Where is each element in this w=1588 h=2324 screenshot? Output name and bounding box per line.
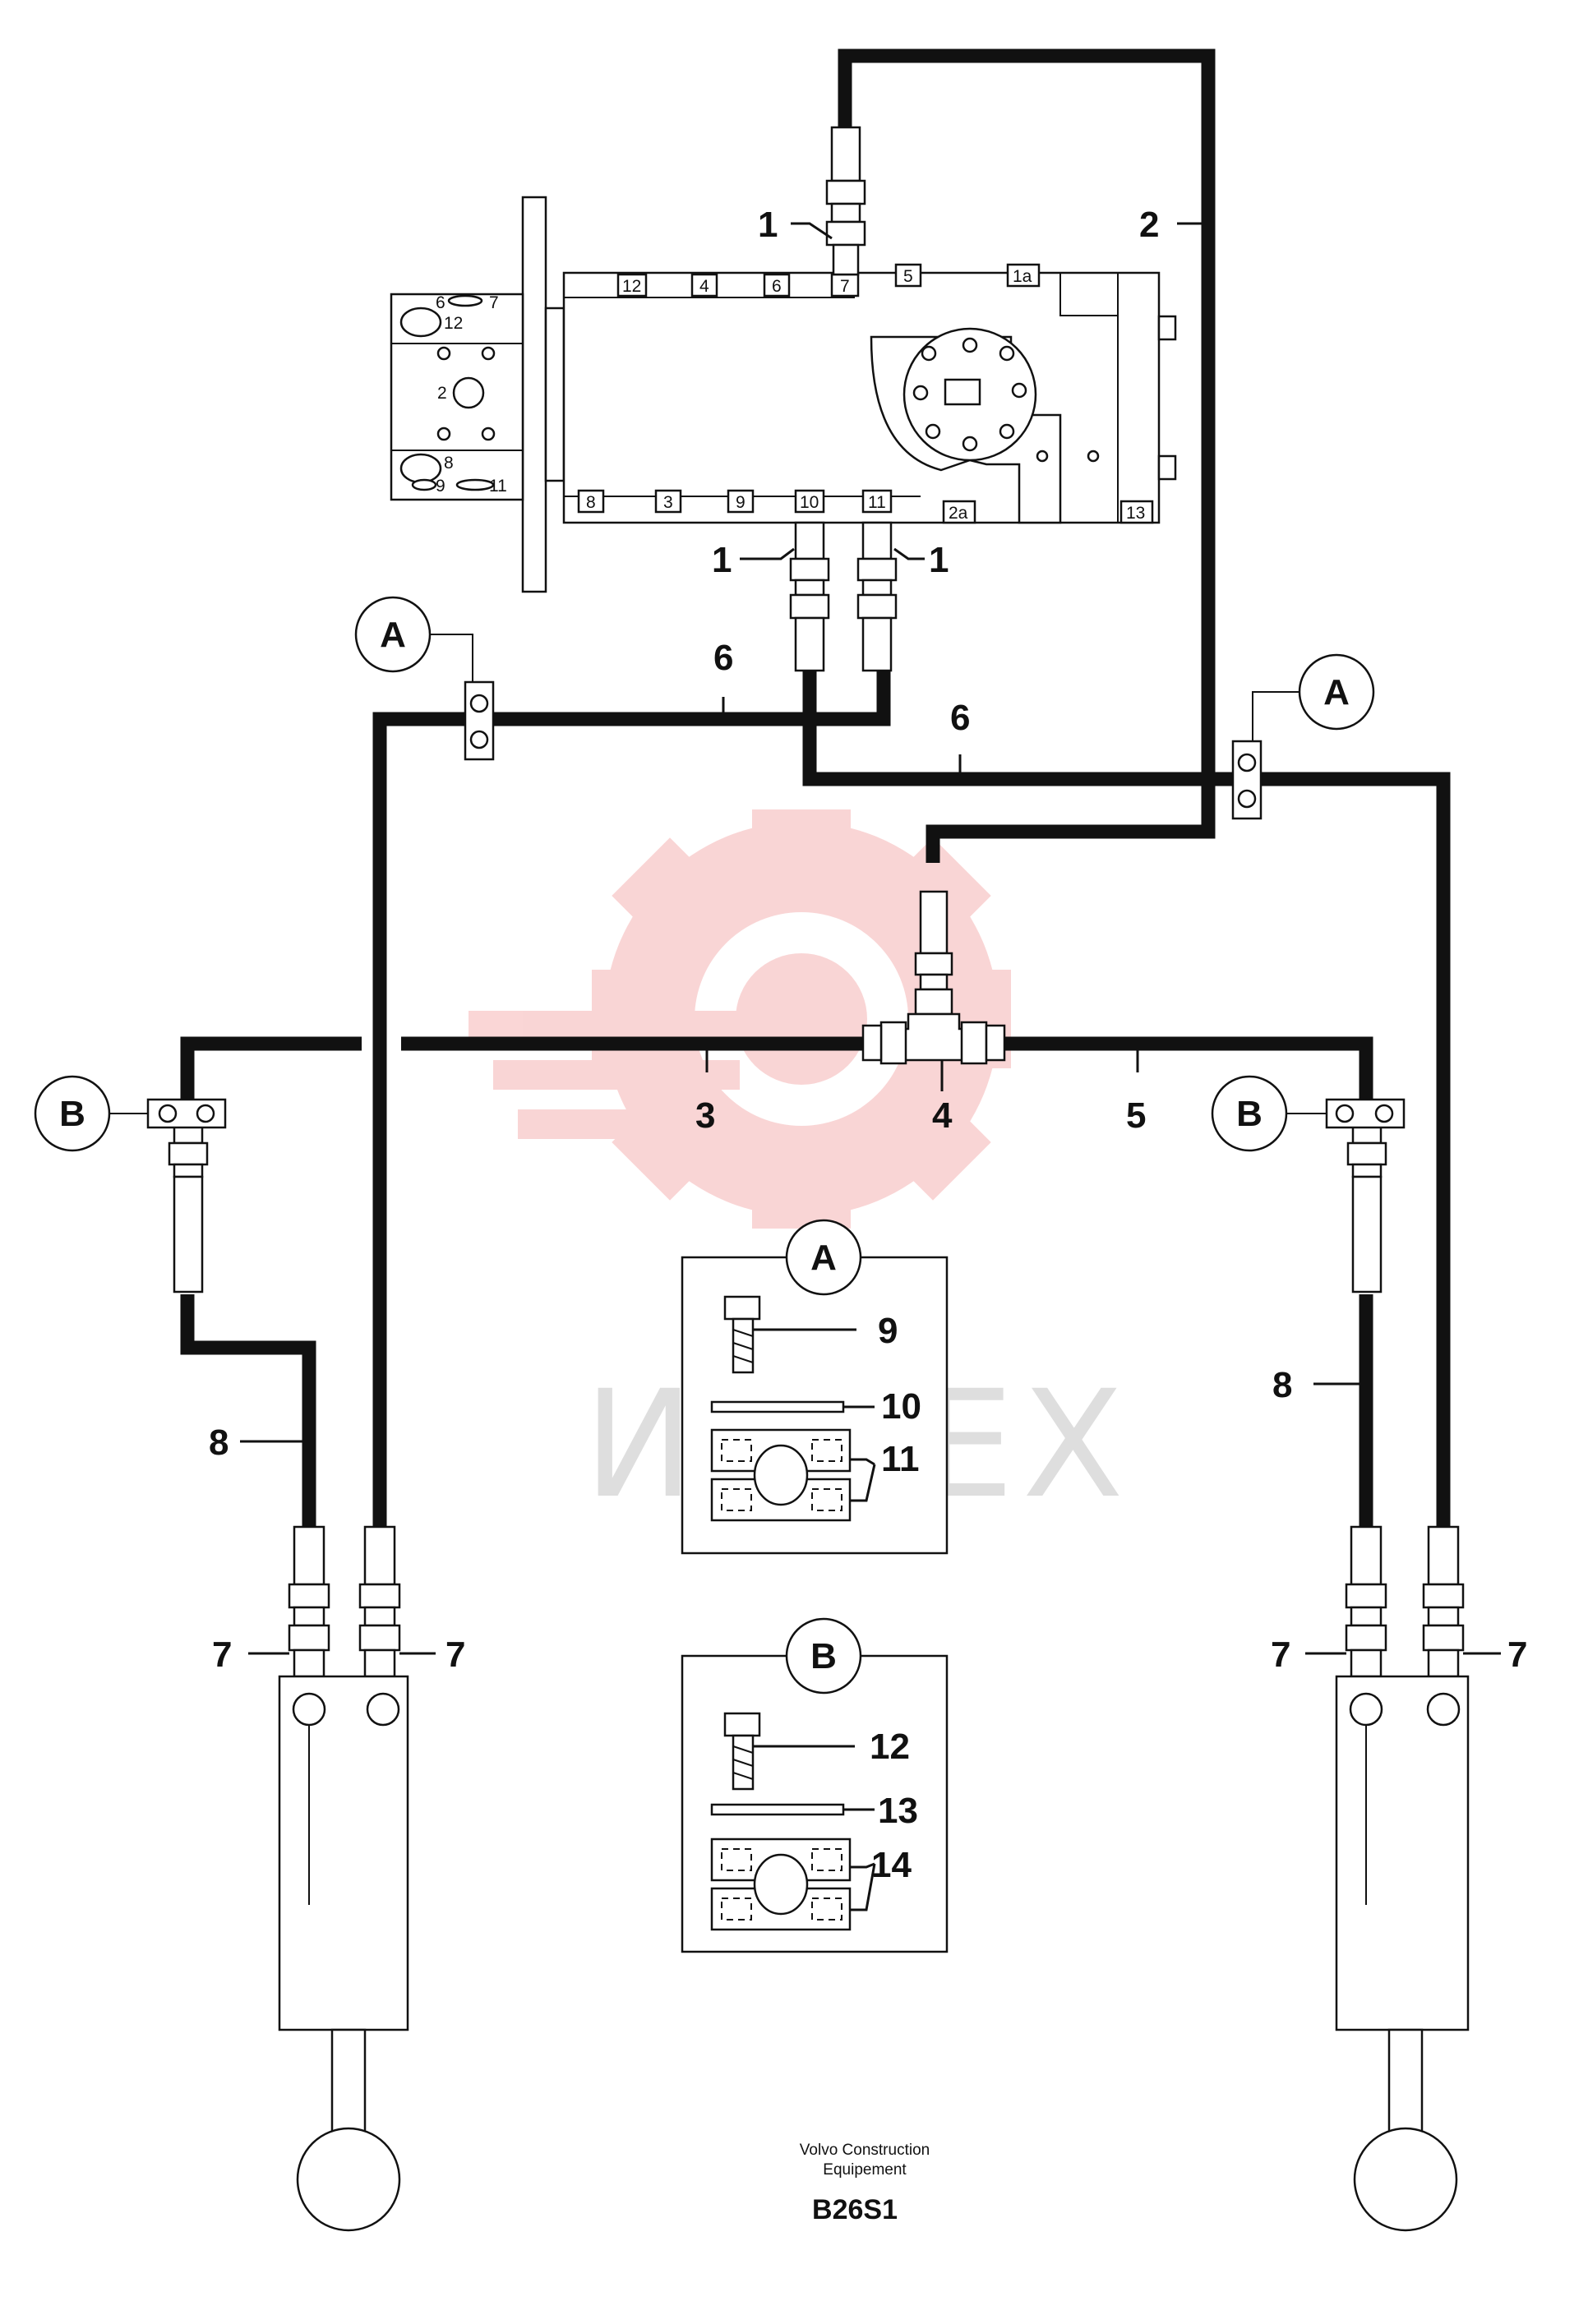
port-label: 10 bbox=[800, 493, 819, 512]
port-label: 7 bbox=[489, 293, 499, 312]
valve-port-labels-bottom: 8 3 9 10 11 2a 13 bbox=[577, 489, 1154, 524]
callout-washer-13: 13 bbox=[878, 1791, 918, 1831]
detail-b-box: B bbox=[681, 1617, 949, 1953]
callout-bolt-9: 9 bbox=[878, 1311, 898, 1351]
clamp-marker-b-right: B bbox=[1211, 1075, 1406, 1152]
callout-adapter-7: 7 bbox=[1271, 1635, 1290, 1675]
port-label: 12 bbox=[444, 314, 463, 333]
port-label: 7 bbox=[840, 277, 850, 296]
hydraulic-hoses bbox=[180, 48, 1451, 1527]
callout-clamp-11: 11 bbox=[881, 1439, 920, 1479]
port-label: 1a bbox=[1013, 267, 1032, 286]
port-label: 4 bbox=[699, 277, 709, 296]
callout-hose-3: 3 bbox=[695, 1095, 715, 1136]
port-label: 9 bbox=[436, 477, 445, 496]
callout-leaders bbox=[240, 222, 1501, 1655]
port-label: 3 bbox=[663, 493, 673, 512]
callout-tee-4: 4 bbox=[932, 1095, 953, 1136]
port-label: 6 bbox=[436, 293, 445, 312]
port-label: 5 bbox=[903, 267, 913, 286]
callout-adapter-7: 7 bbox=[1507, 1635, 1527, 1675]
callout-adapter-7: 7 bbox=[445, 1635, 465, 1675]
company-name-line2: Equipement bbox=[823, 2161, 907, 2179]
detail-marker-b: B bbox=[810, 1636, 837, 1676]
detail-marker-a: A bbox=[1323, 672, 1350, 712]
hose-5 bbox=[1003, 1036, 1373, 1105]
callout-hose-1: 1 bbox=[929, 540, 949, 580]
callout-hose-1: 1 bbox=[758, 205, 778, 245]
port-label: 12 bbox=[622, 277, 641, 296]
clamp-marker-a-right: A bbox=[1231, 653, 1375, 820]
port-label: 2a bbox=[949, 504, 968, 523]
left-cylinder bbox=[278, 1525, 409, 2232]
hose-6-left bbox=[372, 670, 891, 1527]
company-name-line1: Volvo Construction bbox=[800, 2142, 930, 2159]
detail-marker-b: B bbox=[1236, 1094, 1263, 1134]
port-label: 8 bbox=[586, 493, 596, 512]
port-label: 2 bbox=[437, 384, 447, 403]
valve-port-labels-top: 12 4 6 7 5 1a bbox=[616, 263, 1041, 297]
callout-bolt-12: 12 bbox=[870, 1727, 910, 1767]
detail-a-box: A bbox=[681, 1219, 949, 1555]
hose-6-right bbox=[802, 670, 1451, 1527]
callout-adapter-7: 7 bbox=[212, 1635, 232, 1675]
detail-marker-b: B bbox=[59, 1094, 85, 1134]
hose-8-left bbox=[180, 1294, 316, 1527]
callout-numbers: 1 1 1 2 6 6 3 4 5 8 8 7 7 7 7 9 10 11 12… bbox=[209, 205, 1527, 1885]
callout-hose-8: 8 bbox=[1272, 1365, 1292, 1405]
callout-clamp-14: 14 bbox=[871, 1845, 912, 1885]
port-label: 11 bbox=[868, 493, 886, 512]
port-label: 13 bbox=[1126, 504, 1145, 523]
callout-washer-10: 10 bbox=[881, 1386, 921, 1427]
port-label: 6 bbox=[772, 277, 782, 296]
hose-2 bbox=[838, 48, 1216, 863]
port-label: 8 bbox=[444, 454, 454, 473]
detail-marker-a: A bbox=[810, 1238, 837, 1278]
footer: Volvo Construction Equipement B26S1 bbox=[800, 2142, 930, 2225]
hose-3-left bbox=[180, 1036, 362, 1105]
clamp-marker-a-left: A bbox=[354, 596, 495, 761]
control-valve-block bbox=[390, 196, 1177, 593]
callout-hose-1: 1 bbox=[712, 540, 732, 580]
right-cylinder bbox=[1335, 1525, 1470, 2232]
callout-hose-2: 2 bbox=[1139, 205, 1159, 245]
port-label: 11 bbox=[489, 477, 507, 496]
callout-hose-8: 8 bbox=[209, 1423, 229, 1463]
valve-side-port-labels: 6 7 12 2 8 9 11 bbox=[436, 293, 507, 496]
port-label: 9 bbox=[736, 493, 746, 512]
drawing-code: B26S1 bbox=[812, 2194, 898, 2225]
detail-marker-a: A bbox=[380, 615, 406, 655]
clamp-marker-b-left: B bbox=[34, 1075, 227, 1152]
callout-hose-6: 6 bbox=[713, 638, 733, 678]
callout-hose-5: 5 bbox=[1126, 1095, 1146, 1136]
callout-hose-6: 6 bbox=[950, 698, 970, 738]
